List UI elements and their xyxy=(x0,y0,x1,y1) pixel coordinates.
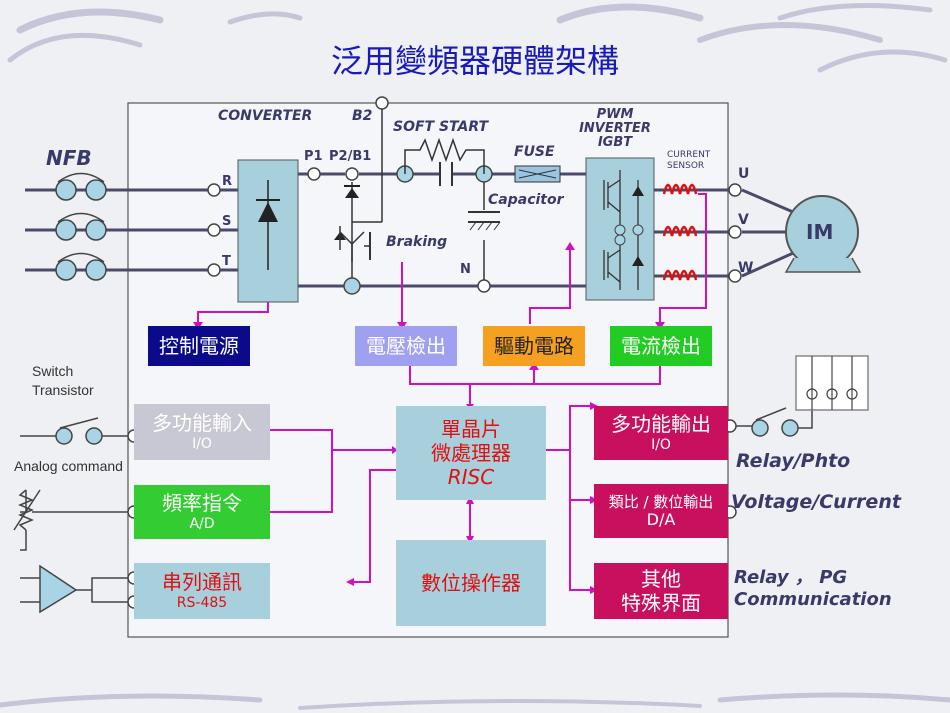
u-label: U xyxy=(738,166,750,182)
amplifier-input xyxy=(20,564,128,614)
communication-label: Communication xyxy=(734,589,892,610)
braking-label: Braking xyxy=(386,234,448,250)
fuse-label: FUSE xyxy=(514,144,555,160)
current-detect-block: 電流檢出 xyxy=(610,326,712,366)
serial-comm-block: 串列通訊 RS-485 xyxy=(134,563,270,619)
p1-label: P1 xyxy=(304,149,323,164)
analog-command-label: Analog command xyxy=(14,458,123,474)
output-lines xyxy=(654,188,801,278)
voltage-detect-block: 電壓檢出 xyxy=(355,326,457,366)
soft-start-resistor xyxy=(404,137,485,174)
b2-label: B2 xyxy=(352,108,373,124)
uvw-terminals xyxy=(728,183,742,283)
voltage-current-label: Voltage/Current xyxy=(731,491,901,513)
dc-terminals xyxy=(307,96,491,293)
w-label: W xyxy=(738,260,754,276)
relay-pg-label: Relay ， PG xyxy=(734,567,848,588)
switch-input xyxy=(20,417,128,445)
soft-start-label: SOFT START xyxy=(393,119,489,135)
n-label: N xyxy=(460,262,471,277)
v-label: V xyxy=(738,212,749,228)
converter-label: CONVERTER xyxy=(218,108,313,124)
potentiometer-input xyxy=(13,489,128,551)
digital-operator-block: 數位操作器 xyxy=(396,540,546,626)
capacitor-label: Capacitor xyxy=(488,192,564,208)
analog-output-block: 類比 / 數位輸出 D/A xyxy=(594,484,728,538)
s-label: S xyxy=(222,214,232,229)
p2b1-label: P2/B1 xyxy=(329,149,372,164)
motor-label: IM xyxy=(806,220,834,244)
nfb-breakers xyxy=(55,179,107,281)
multi-output-block: 多功能輸出 I/O xyxy=(594,406,728,460)
mcu-block: 單晶片 微處理器 RISC xyxy=(396,406,546,500)
freq-command-block: 頻率指令 A/D xyxy=(134,485,270,539)
nfb-label: NFB xyxy=(46,146,92,170)
current-sensor-coils xyxy=(662,183,698,281)
drive-circuit-block: 驅動電路 xyxy=(483,326,585,366)
multi-input-block: 多功能輸入 I/O xyxy=(134,404,270,460)
r-label: R xyxy=(222,174,233,189)
page-title: 泛用變頻器硬體架構 xyxy=(330,42,619,80)
special-interface-block: 其他 特殊界面 xyxy=(594,563,728,619)
signal-lines xyxy=(197,193,707,591)
relay-output xyxy=(736,355,869,437)
control-power-block: 控制電源 xyxy=(148,326,250,366)
relay-photo-label: Relay/Phto xyxy=(736,450,851,472)
t-label: T xyxy=(222,254,231,269)
